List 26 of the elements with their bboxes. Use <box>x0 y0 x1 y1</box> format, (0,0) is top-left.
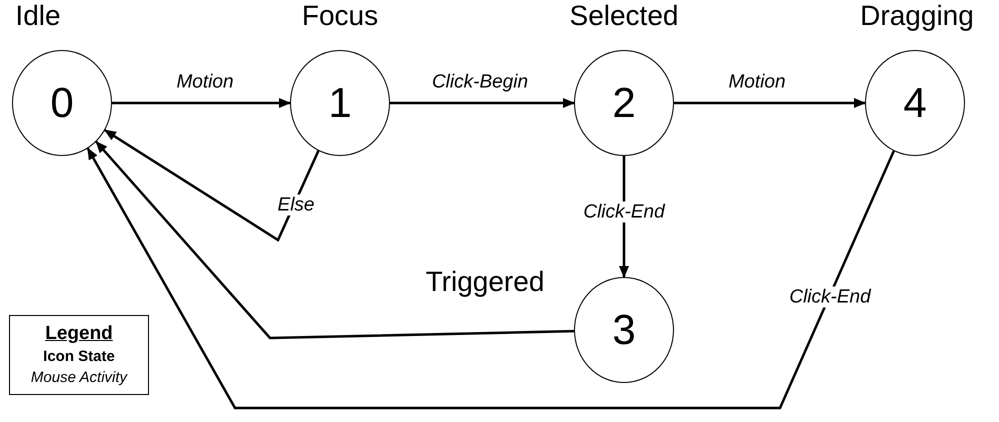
state-name: Dragging <box>860 2 974 30</box>
edge-label: Click-End <box>787 286 873 308</box>
arrow <box>104 129 320 242</box>
state-number: 1 <box>328 82 352 124</box>
arrow <box>95 140 574 340</box>
state-number: 0 <box>50 82 74 124</box>
state-name: Selected <box>570 2 678 30</box>
edge-label: Else <box>276 194 316 216</box>
legend-box <box>9 315 149 395</box>
arrow <box>674 98 866 108</box>
legend-activity-text: Mouse Activity <box>30 368 128 388</box>
arrow <box>112 98 291 108</box>
arrow <box>390 98 575 108</box>
edge-label: Click-End <box>581 202 667 222</box>
legend-title: Legend <box>45 322 113 346</box>
state-number: 4 <box>903 82 927 124</box>
state-name: Focus <box>302 2 378 30</box>
edge-label: Motion <box>727 72 787 92</box>
edge-label: Motion <box>175 72 235 92</box>
state-name: Idle <box>15 2 61 30</box>
state-number: 3 <box>612 309 636 351</box>
arrow <box>86 148 895 410</box>
edge-label: Click-Begin <box>430 72 530 92</box>
legend-state-text: Icon State <box>43 348 115 367</box>
state-number: 2 <box>612 82 636 124</box>
state-name: Triggered <box>426 268 544 296</box>
